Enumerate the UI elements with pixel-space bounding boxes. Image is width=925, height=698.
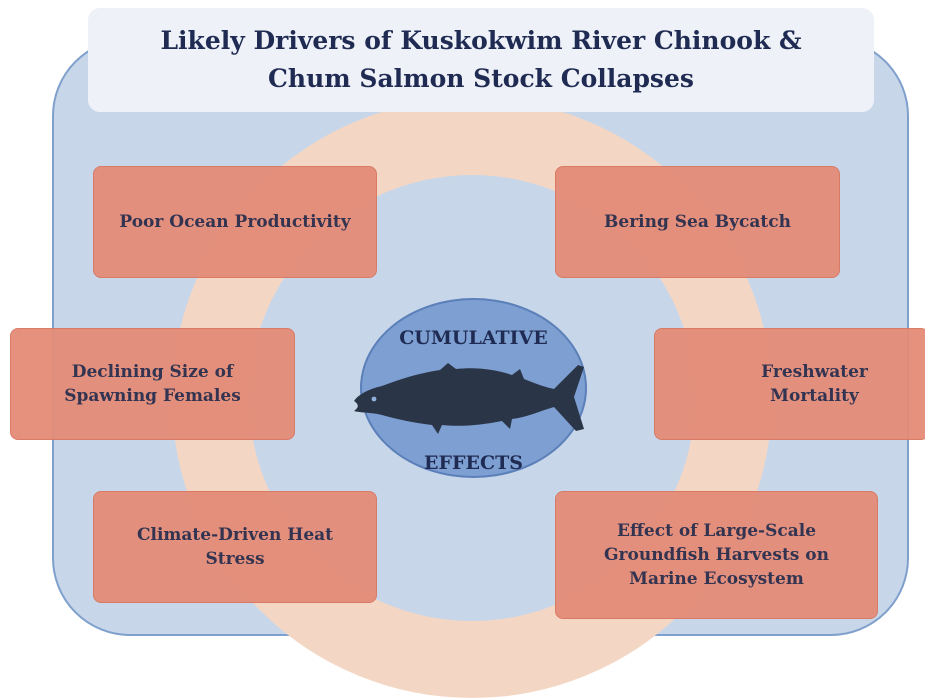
hub-label-bottom: EFFECTS	[424, 452, 523, 474]
driver-poor-ocean-productivity: Poor Ocean Productivity	[93, 166, 377, 278]
hub-label-top: CUMULATIVE	[399, 327, 548, 349]
driver-bering-sea-bycatch: Bering Sea Bycatch	[555, 166, 840, 278]
salmon-icon	[354, 363, 584, 434]
driver-heat-stress: Climate-Driven Heat Stress	[93, 491, 377, 603]
diagram-title: Likely Drivers of Kuskokwim River Chinoo…	[160, 26, 802, 93]
driver-freshwater-mortality: Freshwater Mortality	[654, 328, 925, 440]
title-box: Likely Drivers of Kuskokwim River Chinoo…	[88, 8, 874, 112]
driver-declining-female-size: Declining Size of Spawning Females	[10, 328, 295, 440]
driver-groundfish-harvest: Effect of Large-Scale Groundfish Harvest…	[555, 491, 878, 619]
